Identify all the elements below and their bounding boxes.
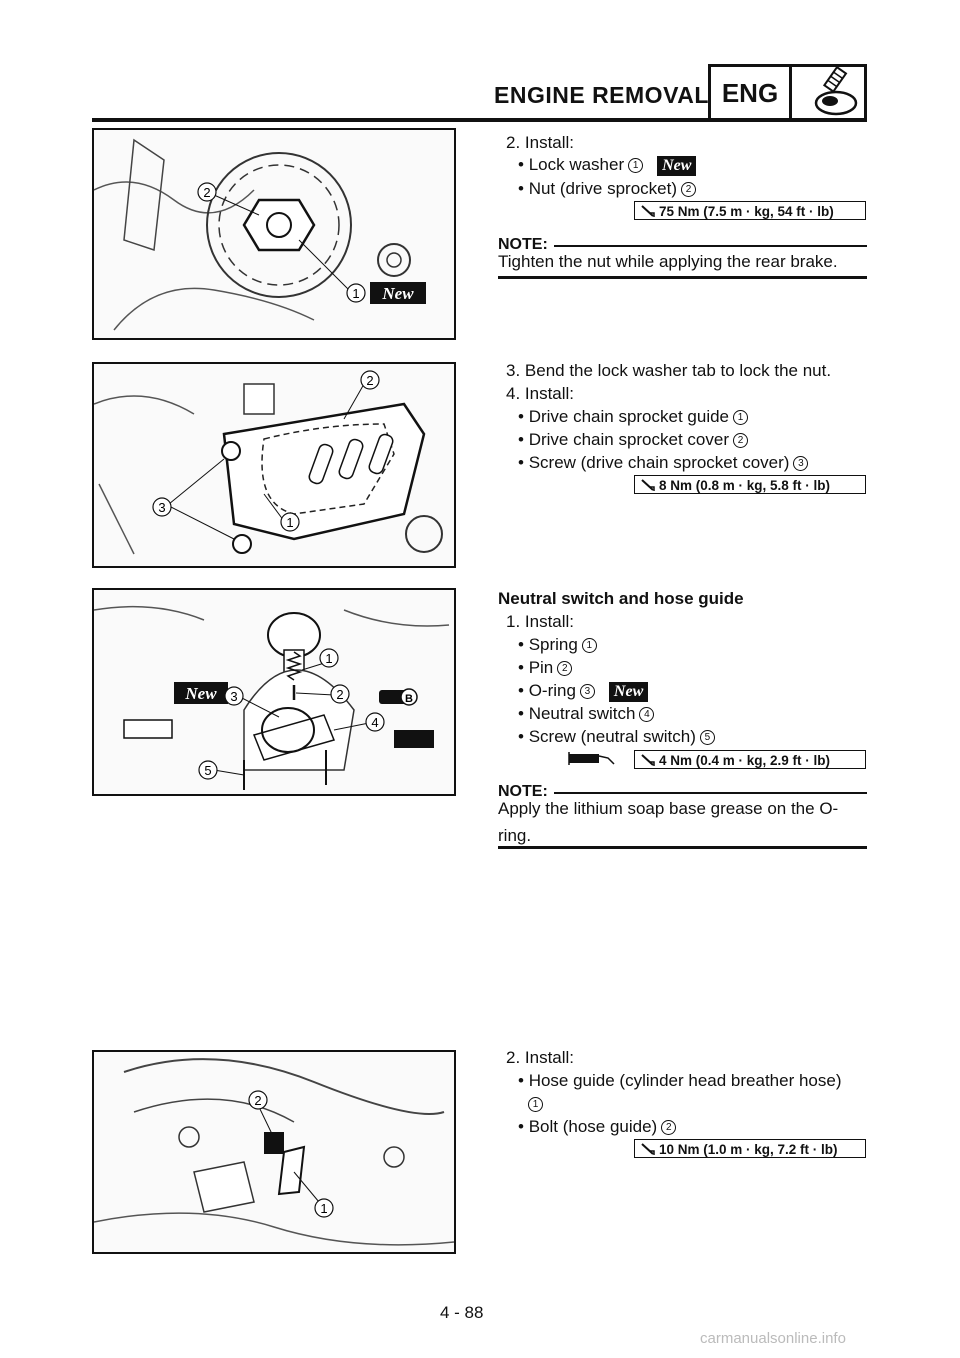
callout-number: 2 — [733, 433, 748, 448]
svg-text:3: 3 — [158, 500, 165, 515]
svg-text:2: 2 — [254, 1093, 261, 1108]
item-text: Neutral switch — [528, 704, 636, 723]
torque-spec: 8 Nm (0.8 m · kg, 5.8 ft · lb) — [634, 475, 866, 494]
item-text: Pin — [528, 658, 554, 677]
figure-sprocket-cover: 3 2 1 — [92, 362, 456, 568]
item-text: Hose guide (cylinder head breather hose) — [528, 1071, 842, 1090]
section-code-box: ENG — [708, 64, 792, 122]
torque-value: 10 Nm (1.0 m · kg, 7.2 ft · lb) — [659, 1142, 838, 1157]
item-text: Screw (neutral switch) — [528, 727, 696, 746]
callout-number: 2 — [681, 182, 697, 197]
svg-text:4: 4 — [371, 715, 378, 730]
figure-drive-sprocket-nut: 2 1 New — [92, 128, 456, 340]
list-item: • Screw (neutral switch)5 — [518, 726, 715, 748]
note-label: NOTE: — [498, 783, 548, 800]
svg-text:5: 5 — [204, 763, 211, 778]
header-rule — [92, 118, 867, 122]
item-text: Screw (drive chain sprocket cover) — [528, 453, 790, 472]
svg-text:2: 2 — [336, 687, 343, 702]
svg-text:New: New — [184, 684, 217, 703]
wrench-icon — [786, 64, 867, 122]
svg-text:1: 1 — [352, 286, 359, 301]
torque-wrench-icon — [641, 205, 655, 217]
list-item: • Bolt (hose guide)2 — [518, 1116, 677, 1138]
callout-number: 4 — [639, 707, 655, 722]
note-text-cont: ring. — [498, 826, 532, 845]
svg-text:1: 1 — [286, 515, 293, 530]
note-text: Apply the lithium soap base grease on th… — [498, 799, 839, 818]
torque-spec: 10 Nm (1.0 m · kg, 7.2 ft · lb) — [634, 1139, 866, 1158]
callout-number: 1 — [733, 410, 749, 425]
callout-number: 5 — [699, 730, 715, 745]
svg-text:1: 1 — [325, 651, 332, 666]
item-text: Nut (drive sprocket) — [528, 179, 678, 198]
page-number: 4 - 88 — [440, 1303, 484, 1322]
svg-text:3: 3 — [230, 689, 237, 704]
step-install: 1. Install: — [506, 612, 575, 631]
watermark: carmanualsonline.info — [700, 1330, 846, 1347]
grease-tube-icon — [568, 750, 616, 773]
torque-value: 8 Nm (0.8 m · kg, 5.8 ft · lb) — [659, 478, 831, 493]
new-part-icon: New — [657, 156, 697, 176]
step-install: 2. Install: — [506, 1048, 575, 1067]
item-text: Drive chain sprocket cover — [528, 430, 729, 449]
torque-wrench-icon — [641, 1143, 655, 1155]
torque-spec: 75 Nm (7.5 m · kg, 54 ft · lb) — [634, 201, 866, 220]
callout-number: 1 — [581, 638, 597, 653]
svg-text:2: 2 — [366, 373, 373, 388]
svg-text:2: 2 — [203, 185, 210, 200]
item-text: Lock washer — [528, 155, 625, 174]
torque-wrench-icon — [641, 754, 655, 766]
list-item: • Hose guide (cylinder head breather hos… — [518, 1071, 842, 1090]
note-label: NOTE: — [498, 236, 548, 253]
figure-neutral-switch: B New 1 2 3 4 5 — [92, 588, 456, 796]
torque-value: 4 Nm (0.4 m · kg, 2.9 ft · lb) — [659, 753, 831, 768]
figure-hose-guide: 2 1 — [92, 1050, 456, 1254]
torque-spec: 4 Nm (0.4 m · kg, 2.9 ft · lb) — [634, 750, 866, 769]
page-title: ENGINE REMOVAL — [494, 82, 709, 108]
list-item: • Screw (drive chain sprocket cover)3 — [518, 452, 809, 474]
note-rule — [554, 245, 867, 247]
list-item: • Nut (drive sprocket)2 — [518, 178, 697, 200]
note-text: Tighten the nut while applying the rear … — [498, 252, 838, 271]
svg-text:1: 1 — [320, 1201, 327, 1216]
callout-number: 3 — [579, 684, 595, 699]
item-text: Drive chain sprocket guide — [528, 407, 730, 426]
grease-letter: B — [405, 693, 413, 705]
item-text: Bolt (hose guide) — [528, 1117, 658, 1136]
callout-number: 2 — [557, 661, 573, 676]
new-part-icon: New — [608, 682, 649, 702]
note-end-rule — [498, 846, 867, 849]
item-text: O-ring — [528, 681, 576, 700]
step-install: 2. Install: — [506, 133, 575, 152]
section-heading: Neutral switch and hose guide — [498, 589, 744, 608]
item-text: Spring — [528, 635, 578, 654]
svg-text:New: New — [381, 284, 414, 303]
callout-number: 3 — [793, 456, 809, 471]
torque-wrench-icon — [641, 479, 655, 491]
callout-number: 2 — [661, 1120, 677, 1135]
section-code: ENG — [721, 77, 779, 108]
callout-number: 1 — [528, 1097, 543, 1112]
callout-number: 1 — [628, 158, 644, 173]
step-install: 4. Install: — [506, 384, 575, 403]
list-item-cont: 1 — [528, 1093, 543, 1115]
step-bend-washer: 3. Bend the lock washer tab to lock the … — [506, 361, 832, 380]
note-rule — [554, 792, 867, 794]
torque-value: 75 Nm (7.5 m · kg, 54 ft · lb) — [659, 204, 834, 219]
note-end-rule — [498, 276, 867, 279]
